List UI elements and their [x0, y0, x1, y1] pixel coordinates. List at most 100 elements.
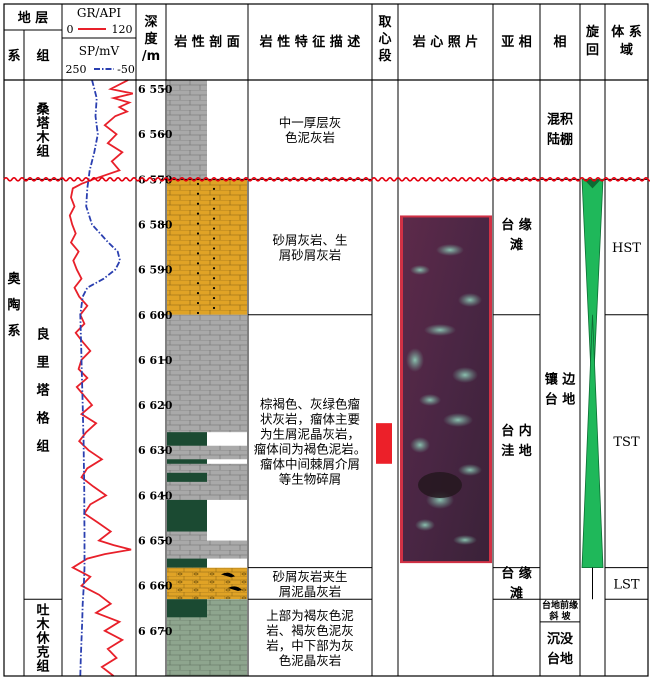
lithology-gap [207, 432, 247, 446]
sand-dot [196, 232, 200, 235]
lithology-description-line: 上部为褐灰色泥 [266, 608, 354, 623]
subfacies-label: 滩 [510, 585, 523, 601]
formation-name-char: 木 [35, 130, 50, 146]
sand-dot [196, 222, 200, 225]
formation-name-char: 木 [35, 617, 50, 633]
lithology-unit [167, 567, 247, 600]
formation-name-char: 休 [35, 631, 50, 647]
mudstone-band [167, 599, 207, 618]
header-cycle: 旋 [585, 24, 600, 40]
lithology-description-line: 色泥晶灰岩 [279, 653, 342, 668]
depth-tick-label: 6 580 [138, 218, 173, 231]
depth-tick-label: 6 630 [138, 444, 173, 457]
depth-tick-label: 6 550 [138, 83, 173, 96]
systems-tract-label: LST [613, 577, 640, 592]
header-coring: 取 [378, 15, 392, 30]
sand-dot [212, 187, 216, 190]
mudstone-band [167, 472, 207, 482]
sand-dot [196, 202, 200, 205]
lithology-description-line: 砂屑灰岩、生 [272, 233, 347, 248]
header-sp-max: -50 [117, 63, 135, 76]
lithology-description-line: 瘤体间为褐色泥岩。 [254, 442, 367, 457]
depth-tick-label: 6 660 [138, 580, 173, 593]
facies-label: 陆棚 [547, 132, 573, 148]
core-texture-blob [458, 464, 482, 476]
formation-name-char: 组 [36, 144, 49, 160]
system-name-char: 系 [7, 323, 20, 339]
formation-name-char: 组 [36, 438, 49, 454]
formation-name-char: 桑 [35, 102, 50, 118]
facies-label: 台 地 [545, 391, 576, 407]
subfacies-label: 台 缘 [501, 217, 532, 233]
formation-name-char: 格 [36, 410, 50, 426]
formation-name-char: 良 [36, 326, 49, 342]
cycle-cap [584, 179, 601, 189]
depth-tick-label: 6 670 [138, 625, 173, 638]
sand-dot [196, 292, 200, 295]
header-stratum: 地 层 [18, 10, 49, 26]
lithology-gap [207, 459, 247, 464]
facies-label: 沉没 [547, 631, 574, 647]
sp-log-curve [79, 79, 121, 677]
unconformity-line [3, 177, 650, 182]
formation-name-char: 组 [36, 659, 49, 675]
header-gr-min: 0 [67, 23, 74, 36]
lithology-description-line: 屑砂屑灰岩 [279, 248, 342, 263]
formation-name-char: 塔 [36, 382, 50, 398]
header-coring: 心 [378, 32, 391, 47]
lithology-description-line: 瘤体中间棘屑介屑 [260, 457, 360, 472]
sand-dot [196, 262, 200, 265]
depth-tick-label: 6 560 [138, 128, 173, 141]
lithology-unit [167, 80, 207, 180]
mudstone-band [167, 499, 207, 532]
core-texture-blob [410, 265, 430, 275]
header-lithology-profile: 岩 性 剖 面 [173, 34, 240, 50]
lithology-description-line: 岩、褐灰色泥灰 [266, 623, 354, 638]
header-systems-tract: 体 系 [611, 24, 642, 40]
sand-dot [212, 277, 216, 280]
body-layer: 中一厚层灰色泥灰岩砂屑灰岩、生屑砂屑灰岩棕褐色、灰绿色瘤状灰岩，瘤体主要为生屑泥… [7, 79, 641, 677]
header-depth: 度 [144, 31, 158, 47]
core-texture-blob [443, 413, 473, 427]
subfacies-label: 滩 [510, 237, 523, 253]
depth-tick-label: 6 640 [138, 489, 173, 502]
lithology-gap [207, 499, 247, 541]
sand-dot [212, 197, 216, 200]
sand-dot [212, 227, 216, 230]
facies-label: 台地 [547, 651, 573, 667]
sand-dot [212, 257, 216, 260]
systems-tract-label: HST [612, 241, 641, 256]
core-cavity [418, 472, 462, 498]
header-lithology-description: 岩 性 特 征 描 述 [259, 34, 361, 50]
lithology-description-line: 色泥灰岩 [285, 130, 335, 145]
coring-interval-marker [376, 423, 392, 464]
core-texture-blob [419, 394, 441, 406]
mudstone-band [167, 558, 207, 568]
core-texture-blob [458, 293, 482, 307]
sand-dot [212, 287, 216, 290]
depth-tick-label: 6 590 [138, 264, 173, 277]
header-core-photo: 岩 心 照 片 [412, 34, 479, 50]
facies-label: 台地前缘 [542, 599, 578, 611]
depth-tick-label: 6 600 [138, 309, 173, 322]
depth-tick-label: 6 610 [138, 354, 173, 367]
mudstone-band [167, 432, 207, 446]
sand-dot [196, 252, 200, 255]
core-texture-blob [453, 535, 477, 545]
system-name: 奥陶系 [7, 271, 21, 339]
subfacies-label: 台 内 [501, 423, 532, 439]
formation-name-char: 克 [36, 645, 49, 661]
header-facies: 相 [553, 34, 566, 50]
lithology-description-line: 棕褐色、灰绿色瘤 [260, 397, 361, 412]
facies-label: 斜 坡 [548, 610, 571, 622]
lithology-description-line: 岩，中下部为灰 [266, 638, 354, 653]
lithology-description-line: 为生屑泥晶灰岩， [260, 427, 360, 442]
header-coring: 段 [378, 48, 391, 64]
facies-label: 混积 [547, 112, 573, 128]
core-texture-blob [406, 348, 424, 372]
header-formation: 组 [36, 48, 49, 64]
sand-dot [196, 282, 200, 285]
